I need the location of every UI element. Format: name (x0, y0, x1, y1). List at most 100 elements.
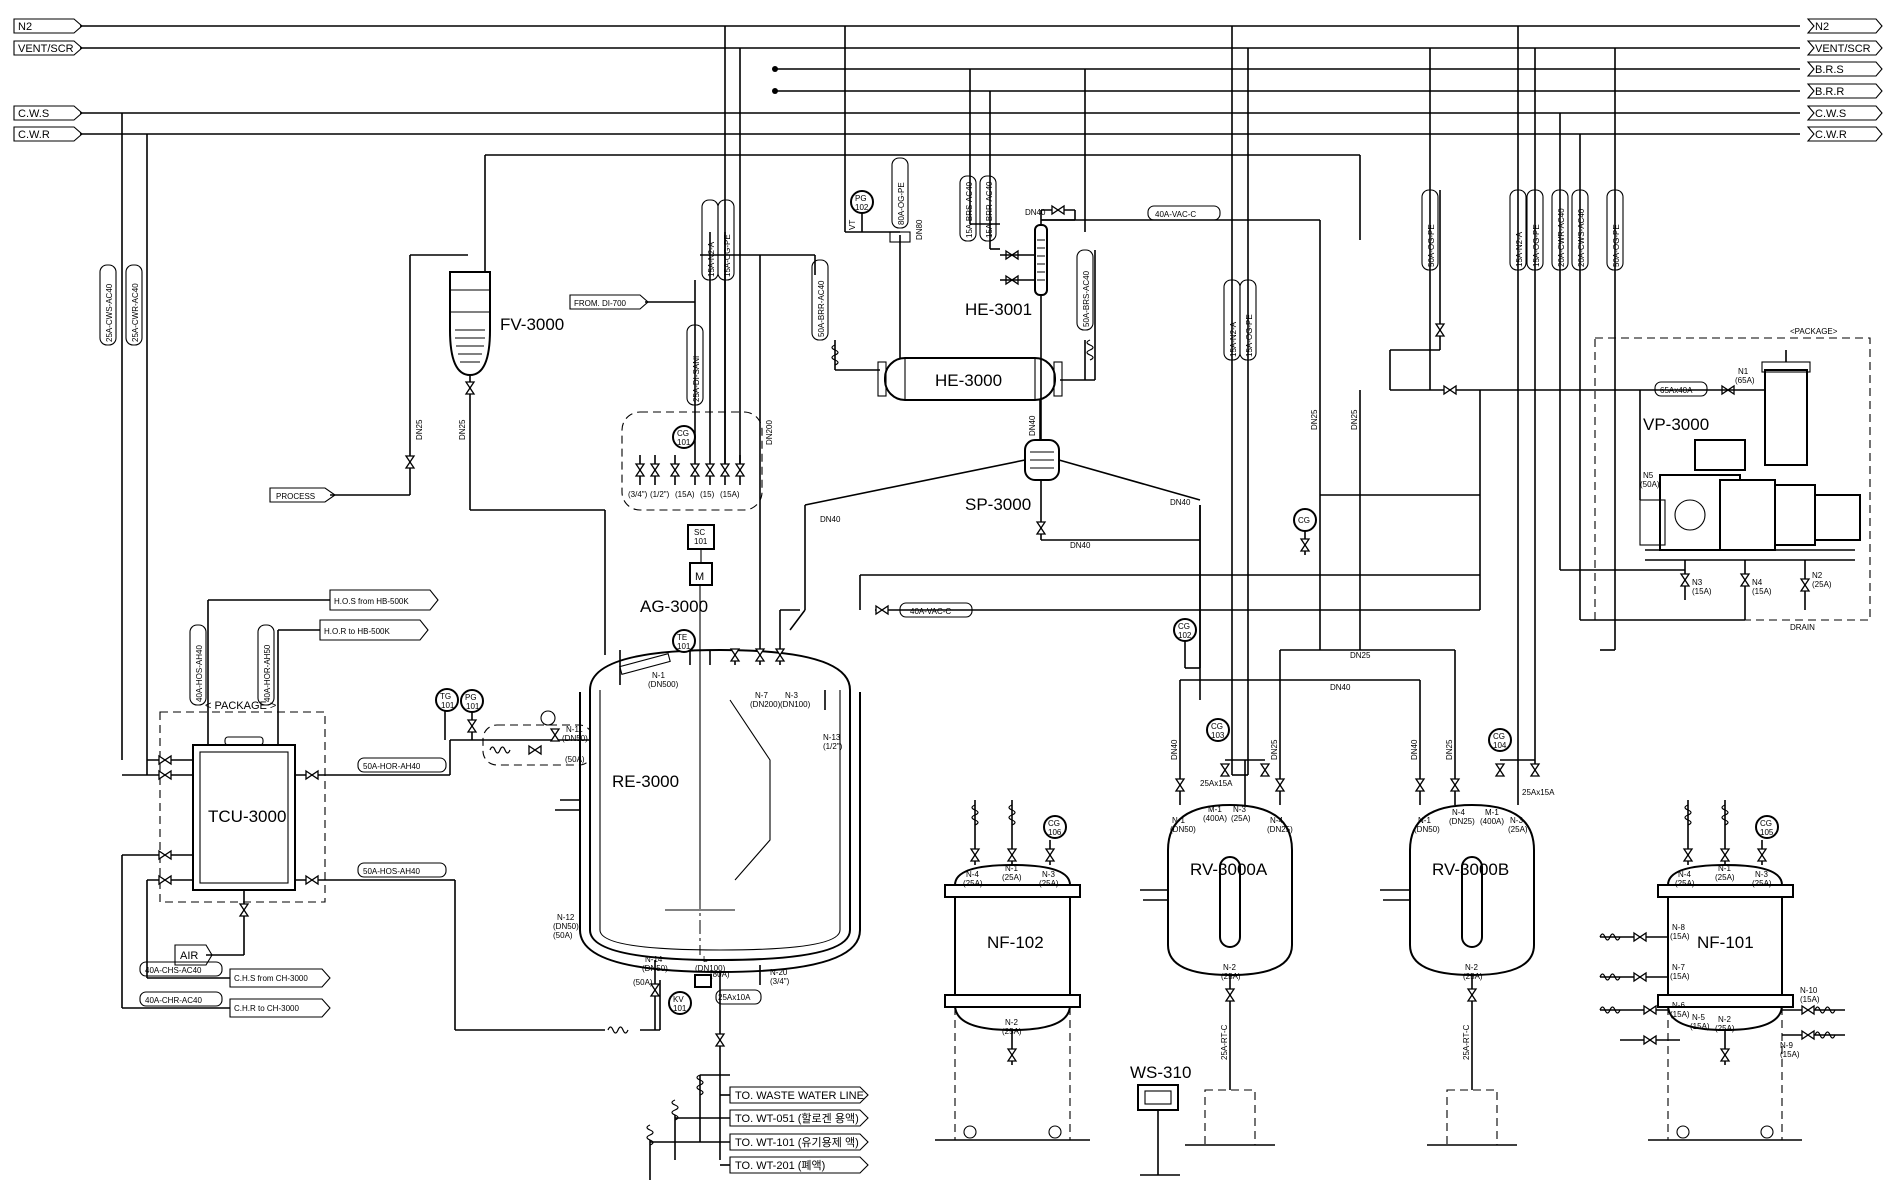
cg101-label: CG (677, 429, 689, 438)
nf101-n9-size: (15A) (1780, 1050, 1800, 1059)
flag-vent-right: VENT/SCR (1815, 43, 1871, 55)
sc101-label: SC (694, 528, 705, 537)
nf101-n2-size: (25A) (1715, 1024, 1735, 1033)
ln-hor-tcu: 40A-HOR-AH50 (263, 644, 272, 702)
ln-hos-tcu: 40A-HOS-AH40 (195, 645, 204, 702)
flag-hor-to: H.O.R to HB-500K (324, 627, 390, 636)
rvb-n2-size: (25A) (1463, 972, 1483, 981)
tg101-num: 101 (441, 701, 455, 710)
dn25-fv: DN25 (415, 419, 424, 440)
flag-n2-left: N2 (18, 21, 32, 33)
he-3000: 50A-BRR-AC40 HE-3000 50A-BRS-AC40 80A-OG… (811, 157, 1096, 455)
rvb-m1-size: (400A) (1480, 817, 1504, 826)
nf102-n2-label: N-2 (1005, 1018, 1018, 1027)
dn40-sp2: DN40 (1070, 541, 1091, 550)
red-a: 25Ax15A (1200, 779, 1233, 788)
cg103-num: 103 (1211, 731, 1225, 740)
rvb-n1-size: (DN50) (1414, 825, 1440, 834)
vp-package: <PACKAGE> VP-3000 65Ax40A N1 (65A) N5 (5… (1509, 189, 1871, 651)
re-nl-size: (DN100) (695, 964, 726, 973)
ln-cws-vp: 20A-CWS-AC40 (1577, 208, 1586, 267)
rva-n4-size: (DN25) (1267, 825, 1293, 834)
nf-102-label: NF-102 (987, 933, 1044, 952)
rva-m1-size: (400A) (1203, 814, 1227, 823)
he-3000-label: HE-3000 (935, 371, 1002, 390)
re-n14-label: N-14 (645, 955, 663, 964)
sp-3000: SP-3000 DN40 DN40 DN40 DN40 (789, 295, 1201, 690)
header-flags-left: N2 VENT/SCR C.W.S C.W.R (13, 18, 83, 142)
rva-n1-size: (DN50) (1170, 825, 1196, 834)
rv-3000a-label: RV-3000A (1190, 860, 1268, 879)
nf102-n3-size: (25A) (1039, 879, 1059, 888)
ln-di-sani: 25A-DI-SANI (692, 356, 701, 402)
cg101-num: 101 (677, 438, 691, 447)
motor-label: M (695, 571, 704, 583)
drain-label: DRAIN (1790, 623, 1815, 632)
re-n50a-bottom: (50A) (633, 978, 653, 987)
te101-num: 101 (677, 642, 691, 651)
ln-og-vp2: 50A-OG-PE (1612, 224, 1621, 267)
vp-n5-size: (50A) (1640, 480, 1660, 489)
ln-og-he: 80A-OG-PE (897, 182, 906, 225)
nf101-n7-label: N-7 (1672, 963, 1685, 972)
cg105-num: 105 (1760, 828, 1774, 837)
rva-n3-size: (25A) (1231, 814, 1251, 823)
re-valve-size-5: (15A) (720, 490, 740, 499)
flag-cws-left: C.W.S (18, 108, 49, 120)
pg101-num: 101 (466, 702, 480, 711)
cg102-label: CG (1178, 622, 1190, 631)
re-nl-label: L (703, 955, 708, 964)
flag-wt051: TO. WT-051 (할로겐 용액) (735, 1112, 859, 1125)
nf-102: NF-102 CG 106 N-4 (25A) N-1 (25A) N-3 (2… (935, 800, 1090, 1141)
line-chr: 40A-CHR-AC40 (145, 996, 202, 1005)
re-3000: RE-3000 N-1 (DN500) N-7 (DN200) N-3 (DN1… (553, 570, 861, 1160)
rva-n3-label: N-3 (1233, 805, 1246, 814)
waste-lines: TO. WASTE WATER LINE TO. WT-051 (할로겐 용액)… (646, 1074, 869, 1180)
nf101-n7-size: (15A) (1670, 972, 1690, 981)
dn40-he: DN40 (1028, 415, 1037, 436)
flag-air: AIR (180, 950, 198, 962)
rvb-n4-size: (DN25) (1449, 817, 1475, 826)
re-top-manifold: (3/4") (1/2") (15A) (15) (15A) CG 101 FR… (569, 199, 816, 665)
ln-og-vent: 50A-OG-PE (1427, 224, 1436, 267)
nf-101-label: NF-101 (1697, 933, 1754, 952)
ln-brs-he: 50A-BRS-AC40 (1082, 270, 1091, 327)
re-n11-label: N-11 (566, 725, 583, 734)
agitator: SC 101 M AG-3000 TE 101 (640, 524, 715, 653)
ln-cwr-tcu: 25A-CWR-AC40 (131, 283, 140, 342)
sp-3000-label: SP-3000 (965, 495, 1031, 514)
nf101-n2-label: N-2 (1718, 1015, 1731, 1024)
re-n13-label: N-13 (823, 733, 841, 742)
nf101-n10-label: N-10 (1800, 986, 1818, 995)
cg-sp-label: CG (1298, 516, 1310, 525)
nf102-n4-size: (25A) (963, 879, 983, 888)
dn80-label: DN80 (915, 219, 924, 240)
fv-3000-label: FV-3000 (500, 315, 564, 334)
cg104-label: CG (1493, 732, 1505, 741)
tg101-label: TG (440, 692, 451, 701)
rva-n1-label: N-1 (1172, 816, 1185, 825)
pg102-label: PG (855, 194, 867, 203)
re-n13-size: (1/2") (823, 742, 843, 751)
rvb-n2-label: N-2 (1465, 963, 1478, 972)
nf102-n4-label: N-4 (966, 870, 979, 879)
vp-n1-size: (65A) (1735, 376, 1755, 385)
line-hor: 50A-HOR-AH40 (363, 762, 421, 771)
line-hos: 50A-HOS-AH40 (363, 867, 420, 876)
ln-rt-a: 25A-RT-C (1220, 1024, 1229, 1060)
re-n7-size: (DN200) (750, 700, 781, 709)
nf101-n4-label: N-4 (1678, 870, 1691, 879)
re-n20-size: (3/4") (770, 977, 790, 986)
re-valve-size-2: (1/2") (650, 490, 670, 499)
flag-chs-from: C.H.S from CH-3000 (234, 974, 308, 983)
nf102-n1-label: N-1 (1005, 864, 1018, 873)
flag-cwr-right: C.W.R (1815, 129, 1847, 141)
ln-brr-he1: 15A-BRR-AC40 (985, 181, 994, 238)
red-b: 25Ax15A (1522, 788, 1555, 797)
dn40-a: DN40 (1170, 739, 1179, 760)
rvb-n1-label: N-1 (1418, 816, 1431, 825)
nf101-n1-label: N-1 (1718, 864, 1731, 873)
ln-brs-he1: 15A-BRS-AC40 (965, 181, 974, 238)
ln-cws-tcu: 25A-CWS-AC40 (105, 283, 114, 342)
tcu-side-flags: H.O.S from HB-500K H.O.R to HB-500K AIR … (122, 589, 447, 1018)
